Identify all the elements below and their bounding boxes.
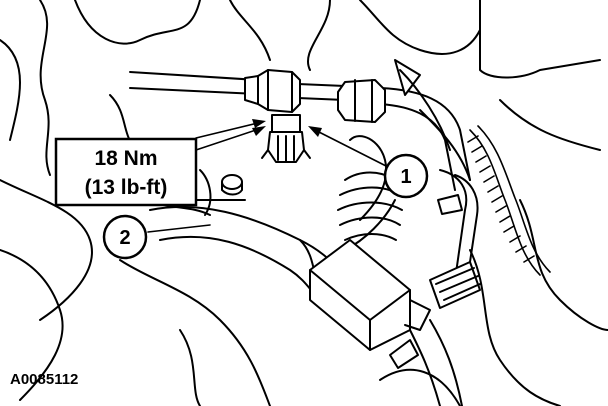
arrowhead-callout-1 — [308, 126, 322, 137]
sensor-component — [261, 114, 311, 163]
mounting-bolt — [179, 169, 246, 216]
torque-leader-lines — [195, 121, 263, 151]
corrugated-boot — [337, 171, 403, 241]
callout-2-number: 2 — [119, 227, 130, 249]
callout-2: 2 — [102, 214, 148, 260]
figure-id: A0085112 — [10, 371, 78, 388]
right-tube-assembly — [389, 59, 481, 406]
torque-spec-box: 18 Nm (13 lb-ft) — [54, 137, 198, 207]
callout-2-leader — [147, 224, 211, 233]
arrowhead-torque-upper — [252, 119, 266, 128]
callout-1-leader — [314, 129, 391, 169]
callout-1-number: 1 — [400, 166, 411, 188]
callout-1: 1 — [383, 153, 429, 199]
line-fitting-nut — [244, 69, 301, 113]
wire-harness — [467, 125, 551, 276]
torque-value-imperial: (13 lb-ft) — [85, 176, 168, 199]
connector-block — [337, 79, 386, 123]
arrowhead-torque-lower — [252, 126, 266, 136]
torque-value-metric: 18 Nm — [94, 147, 157, 170]
